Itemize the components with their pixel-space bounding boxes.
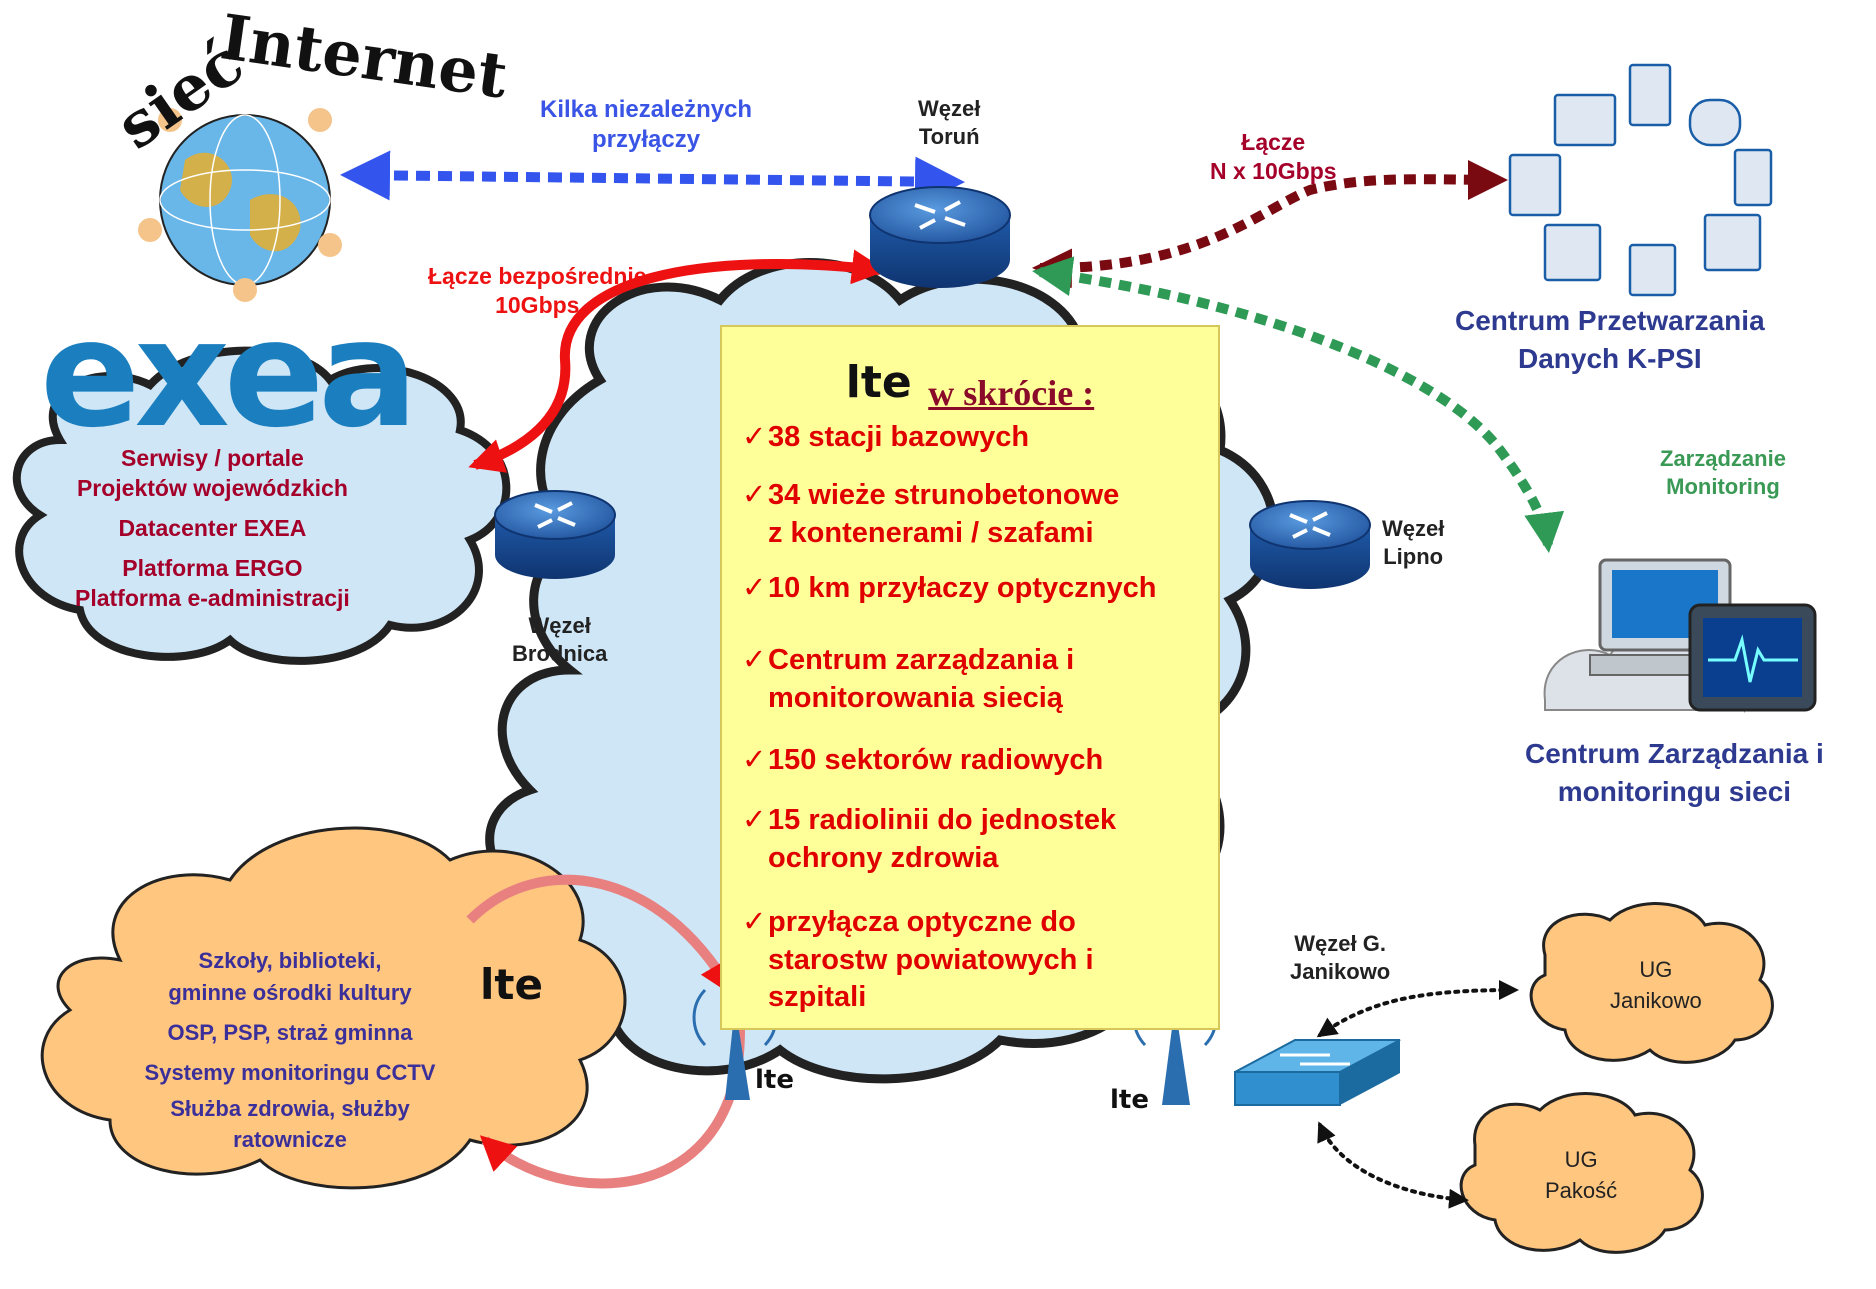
- ug-janikowo-link: [1316, 980, 1519, 1038]
- summary-item: ✓150 sektorów radiowych: [742, 744, 1104, 776]
- exea-cloud: [12, 346, 511, 665]
- summary-heading: lte w skrócie :: [722, 357, 1218, 414]
- lte-logo: lte: [845, 357, 912, 408]
- internet-link: [340, 150, 965, 207]
- node-janikowo-label: Węzeł G.Janikowo: [1290, 931, 1391, 984]
- users-lte-logo: lte: [480, 960, 543, 1009]
- router-torun-icon: [869, 186, 1011, 288]
- internet-globe-icon: [138, 108, 342, 302]
- direct-link: [468, 249, 887, 473]
- exea-logo: exea: [40, 288, 418, 460]
- summary-item: ✓Centrum zarządzania i monitorowania sie…: [742, 644, 1075, 714]
- router-brodnica-icon: [494, 490, 616, 579]
- summary-item: ✓przyłącza optyczne do starostw powiatow…: [742, 906, 1094, 1014]
- lte-summary-box: lte w skrócie : ✓38 stacji bazowych ✓34 …: [720, 325, 1220, 1030]
- ug-pakosc-cloud: [1459, 1092, 1704, 1254]
- users-arrow-out: [466, 874, 735, 997]
- users-list: Szkoły, biblioteki, gminne ośrodki kultu…: [144, 948, 436, 1153]
- summary-item: ✓10 km przyłaczy optycznych: [742, 572, 1157, 604]
- antenna-left-lte-logo: lte: [755, 1065, 794, 1095]
- datacenter-icons: [1508, 63, 1773, 297]
- summary-item: ✓38 stacji bazowych: [742, 421, 1030, 453]
- exea-services-list: Serwisy / portale Projektów wojewódzkich…: [75, 445, 350, 611]
- summary-item: ✓34 wieże strunobetonowe z kontenerami /…: [742, 479, 1120, 549]
- monitoring-center-icon: [1543, 558, 1817, 714]
- router-lipno-icon: [1249, 500, 1371, 589]
- antenna-right-lte-logo: lte: [1110, 1085, 1149, 1115]
- ug-pakosc-link: [1317, 1121, 1469, 1209]
- summary-heading-text: w skrócie :: [928, 372, 1095, 413]
- summary-item: ✓15 radiolinii do jednostek ochrony zdro…: [742, 804, 1117, 874]
- nx10-link: [1032, 159, 1508, 289]
- ug-janikowo-cloud: [1529, 902, 1774, 1064]
- switch-janikowo-icon: [1234, 1039, 1401, 1106]
- management-link: [1032, 256, 1565, 553]
